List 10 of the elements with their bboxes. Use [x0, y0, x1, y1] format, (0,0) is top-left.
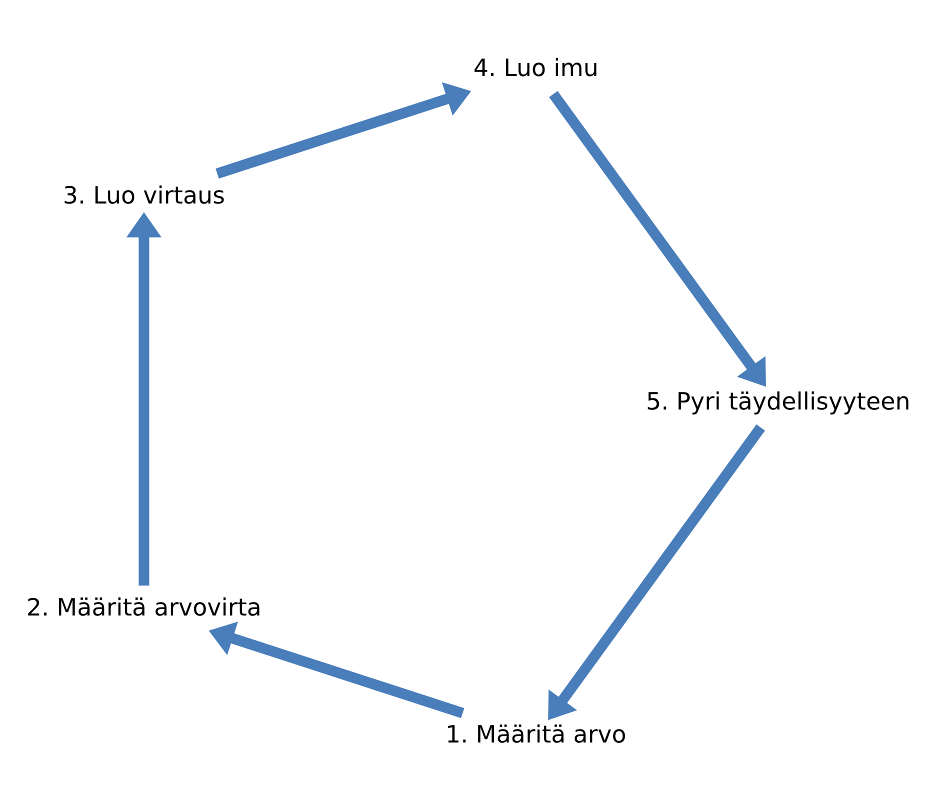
node-text: 1. Määritä arvo [446, 720, 626, 749]
arrow [548, 424, 766, 720]
arrow [216, 82, 472, 179]
node-text: 5. Pyri täydellisyyteen [646, 387, 910, 416]
arrow [126, 212, 162, 586]
node-text: 4. Luo imu [473, 54, 598, 82]
node-text: 3. Luo virtaus [62, 181, 226, 210]
arrow [208, 622, 464, 718]
arrow [549, 90, 766, 387]
node-text: 2. Määritä arvovirta [26, 593, 262, 622]
